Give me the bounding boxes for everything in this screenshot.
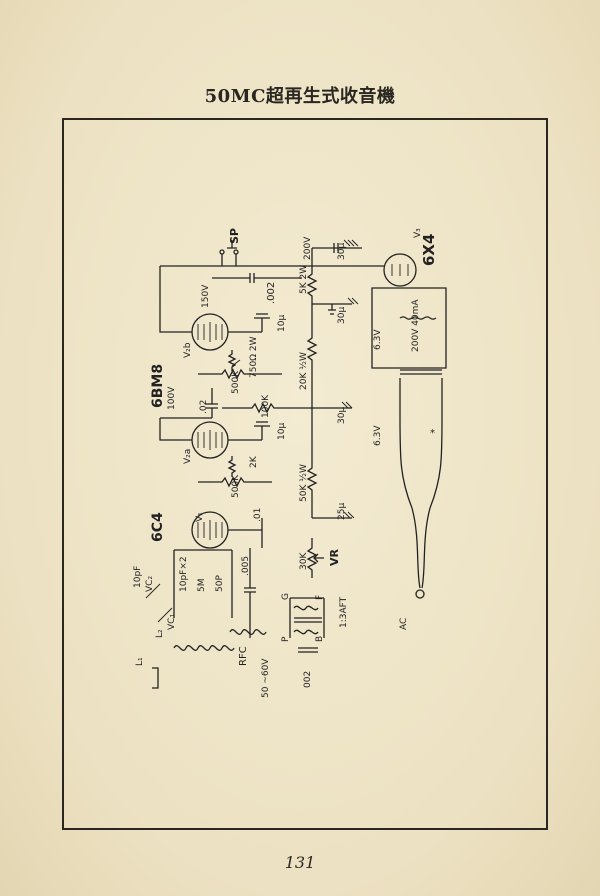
tube-v3-label: V₃ [413,228,423,238]
cap-10pf-label: 10pF [133,566,143,588]
cap-25u-label: 25μ [337,503,347,520]
cap-002-top-label: .002 [266,282,277,304]
schematic-diagram: V₃ 6X4 SP .002 200V 30μ 5K 2W 30μ V₂b 15… [133,228,447,698]
tube-v2a [191,421,229,459]
tube-v2b [191,313,229,351]
cap-30u-low-label: 30μ [337,407,347,424]
cap-30u-mid-label: 30μ [337,307,347,324]
volt-200-40ma-label: 200V 40mA [411,299,421,352]
res-750-label: 750Ω 2W [249,336,259,378]
diagram-frame [62,118,548,830]
page-title: 50MC超再生式收音機 [204,86,396,107]
volt-150-label: 150V [201,284,211,308]
cap-10u-b-label: 10μ [277,423,287,440]
cap-01-label: .01 [253,508,263,522]
vr-label: VR [328,548,341,566]
res-500k-b-label: 500K [231,474,241,498]
tube-v2b-label: V₂b [183,342,193,358]
cap-02-label: .02 [199,400,209,414]
tube-v1-type: 6C4 [150,512,166,542]
res-5k-label: 5K 2W [299,265,309,294]
res-50k-label: 50K ½W [299,464,309,502]
vc2-label: VC₂ [145,576,155,592]
res-100k-label: 100K [261,394,271,418]
tube-v1-label: V₁ [195,512,205,522]
tube-v2a-label: V₂a [183,449,193,464]
volt-100-label: 100V [167,386,177,410]
volt-200-label: 200V [303,236,313,260]
res-5m-label: 5M [197,579,207,593]
res-30k-label: 30K [299,552,309,570]
volt-5060-label: 50 ~60V [261,658,271,698]
volt-63-a-label: 6.3V [373,329,383,350]
cap-005-label: .005 [241,556,251,576]
tube-v3-type: 6X4 [420,234,438,266]
trafo-g-label: G [281,593,291,600]
asterisk-label: * [430,428,435,439]
volt-63-b-label: 6.3V [373,425,383,446]
cap-10pfx2-label: 10pF×2 [179,556,189,592]
trafo-ratio-label: 1:3AFT [339,596,349,628]
trafo-p-label: P [281,636,291,642]
res-500k-a-label: 500K [231,370,241,394]
trafo-f-label: F [315,595,325,600]
res-20k-label: 20K ½W [299,352,309,390]
l1-label: L₁ [135,657,145,666]
vc1-label: VC₁ [167,614,177,630]
tube-v3 [383,253,417,287]
cap-002-low-label: 002 [303,671,313,688]
speaker-label: SP [228,228,241,244]
cap-30u-top-label: 30μ [337,243,347,260]
cap-50p-label: 50P [215,575,225,592]
tube-v2-type: 6BM8 [150,364,166,408]
trafo-b-label: B [315,636,325,642]
rfc-label: RFC [238,646,249,666]
page-number: 131 [284,853,316,872]
ac-label: AC [399,618,409,630]
l2-label: L₂ [155,629,165,638]
cap-10u-a-label: 10μ [277,315,287,332]
res-2k-label: 2K [249,455,259,468]
